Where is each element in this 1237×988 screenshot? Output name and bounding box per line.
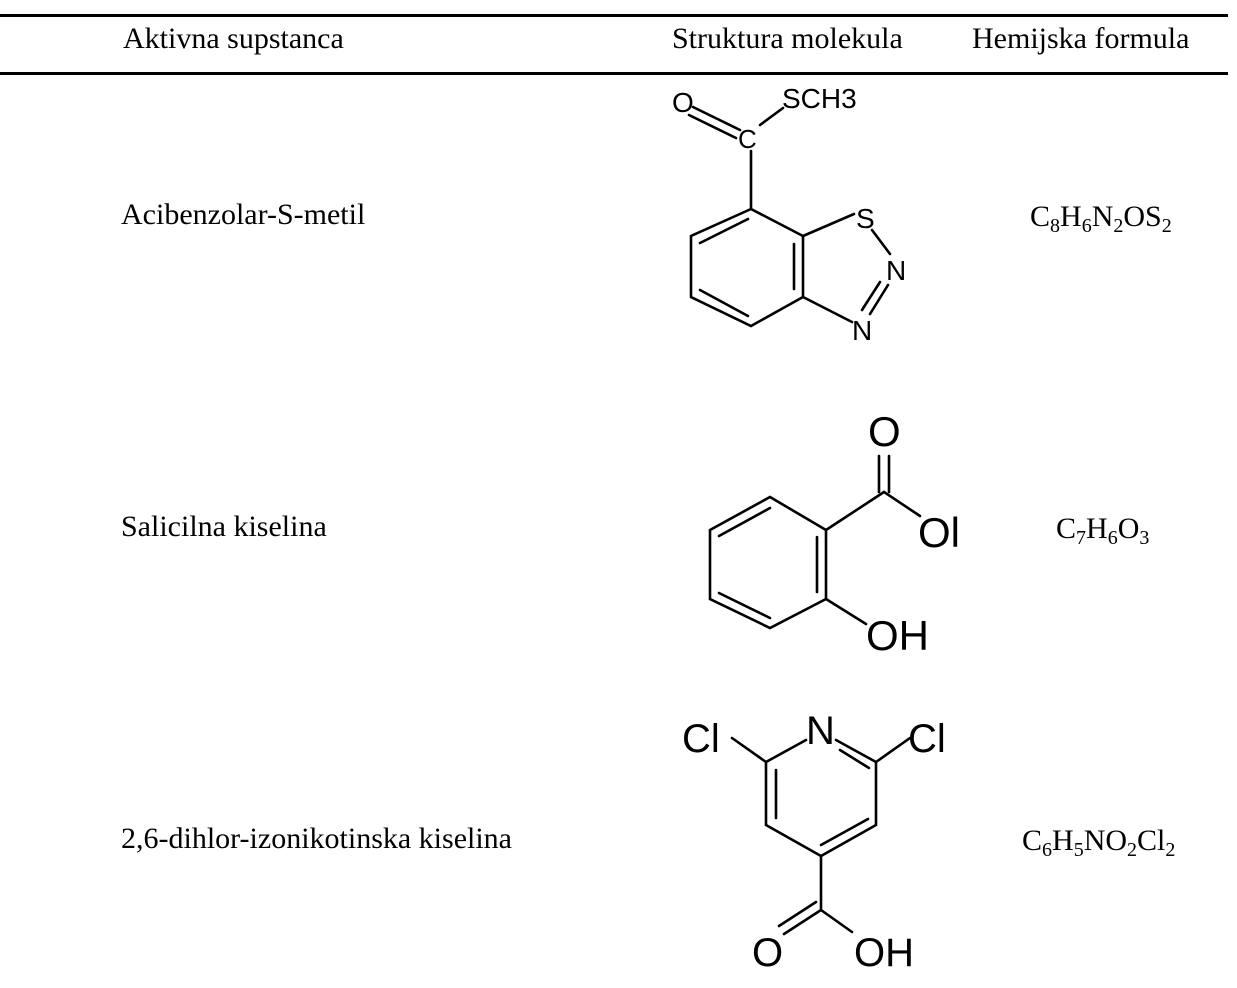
table-top-rule (0, 14, 1228, 17)
bond-nn-1 (868, 283, 890, 316)
atom-cl-left: Cl (682, 717, 720, 761)
structure-acibenzolar: O C SCH3 S N N (672, 83, 906, 346)
atom-oh: OH (854, 931, 914, 975)
bond-ring-outer (764, 760, 878, 858)
row-1-formula: C8H6N2OS2 (1030, 200, 1172, 237)
bond-ring-inner-1 (698, 217, 750, 245)
structure-salicylic-acid: O Ol OH (708, 408, 960, 659)
bond-co-2 (687, 113, 738, 140)
bond-ring-outer (708, 495, 828, 630)
table-header-rule (0, 72, 1228, 75)
bond-nn-2 (860, 280, 882, 312)
bond-cl-left (730, 736, 768, 764)
bond-ring-inner-3 (717, 591, 772, 620)
bond-cl-right (874, 736, 912, 764)
bond-ring-oh (824, 597, 868, 626)
bond-c-s (758, 106, 785, 127)
atom-n: N (806, 709, 835, 753)
row-3-name: 2,6-dihlor-izonikotinska kiselina (121, 822, 512, 855)
atom-o: O (672, 87, 694, 118)
header-structure: Struktura molekula (672, 22, 903, 55)
bond-ring-outer (689, 207, 805, 328)
bond-ring-c (824, 490, 886, 532)
atom-cl-right: Cl (908, 717, 946, 761)
bond-c-o-1 (782, 908, 823, 936)
header-formula: Hemijska formula (972, 22, 1190, 55)
atom-o-right: Ol (918, 509, 960, 556)
atom-s: S (856, 203, 875, 234)
atom-sch3: SCH3 (782, 83, 857, 114)
bond-n-c6-inner (838, 748, 871, 770)
atom-n1: N (886, 255, 906, 286)
bond-ring-s (801, 212, 856, 238)
bond-ring-inner-2 (717, 506, 772, 538)
row-3-formula: C6H5NO2Cl2 (1022, 824, 1176, 861)
bond-s-n (870, 228, 892, 256)
bond-c-oright (882, 490, 922, 518)
bond-co-1 (691, 105, 742, 132)
bond-c-o-2 (777, 900, 818, 928)
atom-n2: N (852, 315, 872, 346)
bond-n-c6 (834, 738, 878, 764)
row-2-name: Salicilna kiselina (121, 510, 327, 543)
header-substance: Aktivna supstanca (123, 22, 344, 55)
atom-oh: OH (866, 612, 929, 659)
atom-o-top: O (868, 408, 901, 455)
atom-o: O (752, 931, 783, 975)
bond-ring-inner-2 (698, 288, 750, 318)
bond-c-oh (819, 908, 854, 934)
bond-n-ring (801, 295, 854, 324)
atom-c: C (738, 124, 757, 154)
row-1-name: Acibenzolar-S-metil (121, 198, 366, 231)
bond-n-c2 (764, 738, 808, 764)
structure-dichloroisonicotinic-acid: Cl N Cl O OH (682, 709, 946, 975)
bond-ring-inner-2 (819, 817, 870, 847)
row-2-formula: C7H6O3 (1056, 512, 1150, 549)
